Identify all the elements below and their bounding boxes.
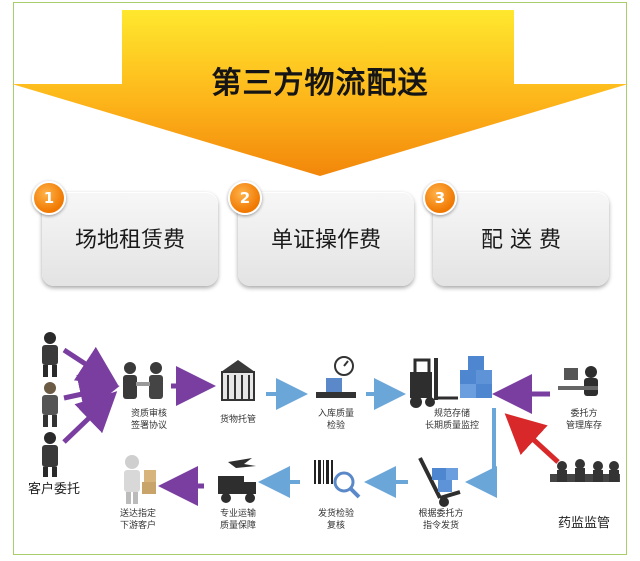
step-label-warehouse: 规范存储 长期质量监控 xyxy=(412,408,492,432)
forklift-icon xyxy=(410,356,492,408)
banner-title: 第三方物流配送 xyxy=(211,66,429,101)
step-label-line: 检验 xyxy=(326,421,345,431)
fee-card-venue-rental: 1 场地租赁费 xyxy=(32,181,218,286)
step-label-line: 委托方 xyxy=(570,409,598,419)
customer-person-icon xyxy=(42,332,58,377)
step-label-recheck: 发货检验 复核 xyxy=(304,508,368,532)
outer-frame xyxy=(13,2,627,555)
storage-building-icon xyxy=(221,360,255,401)
step-label-line: 规范存储 xyxy=(433,409,470,419)
step-label-storage: 货物托管 xyxy=(206,414,270,426)
fee-label: 配 送 费 xyxy=(481,228,561,253)
regulator-arrow xyxy=(504,413,560,464)
handshake-icon xyxy=(123,362,163,399)
step-label-line: 送达指定 xyxy=(119,509,156,519)
regulator-label: 药监监管 xyxy=(558,516,611,531)
step-label-line: 长期质量监控 xyxy=(424,421,479,431)
banner-arrow xyxy=(12,10,628,176)
customer-person-icon xyxy=(42,432,58,477)
customer-arrows xyxy=(62,346,120,444)
barcode-magnifier-icon xyxy=(314,460,361,499)
badge-number: 3 xyxy=(423,181,457,215)
badge-number: 2 xyxy=(228,181,262,215)
computer-user-icon xyxy=(558,366,598,396)
hand-truck-icon xyxy=(418,457,461,507)
step-label-line: 复核 xyxy=(326,521,345,531)
step-label-transport: 专业运输 质量保障 xyxy=(206,508,270,532)
step-label-contract: 资质审核 签署协议 xyxy=(114,408,184,432)
step-label-line: 专业运输 xyxy=(219,509,256,519)
delivery-person-icon xyxy=(124,455,156,504)
step-label-line: 入库质量 xyxy=(317,409,354,419)
step-label-line: 下游客户 xyxy=(119,521,156,531)
customer-person-icon xyxy=(42,382,58,427)
scale-icon xyxy=(316,356,356,398)
logistics-flow-diagram: 资质审核 签署协议 货物托管 入库质量 检验 规范存储 长期质量监控 委托方 管… xyxy=(28,320,622,533)
step-label-inbound: 入库质量 检验 xyxy=(304,408,368,432)
step-label-line: 指令发货 xyxy=(422,521,459,531)
step-label-line: 资质审核 xyxy=(130,409,167,419)
fee-card-document-handling: 2 单证操作费 xyxy=(228,181,414,286)
flow-arrow xyxy=(465,408,497,498)
fee-label: 场地租赁费 xyxy=(74,228,185,253)
step-label-line: 签署协议 xyxy=(130,421,167,431)
badge-number: 1 xyxy=(32,181,66,215)
regulator-people-icon xyxy=(550,459,620,482)
step-label-line: 质量保障 xyxy=(219,521,256,531)
step-label-consignor: 委托方 管理库存 xyxy=(552,408,616,432)
step-label-delivery: 送达指定 下游客户 xyxy=(106,508,170,532)
step-label-line: 根据委托方 xyxy=(418,509,464,519)
fee-label: 单证操作费 xyxy=(270,228,381,253)
step-label-line: 管理库存 xyxy=(565,421,602,431)
fee-card-delivery: 3 配 送 费 xyxy=(423,181,609,286)
customer-label: 客户委托 xyxy=(28,482,81,497)
step-label-line: 发货检验 xyxy=(317,509,354,519)
truck-plane-icon xyxy=(218,458,256,503)
step-label-line: 货物托管 xyxy=(219,415,256,425)
step-label-dispatch: 根据委托方 指令发货 xyxy=(408,508,474,532)
